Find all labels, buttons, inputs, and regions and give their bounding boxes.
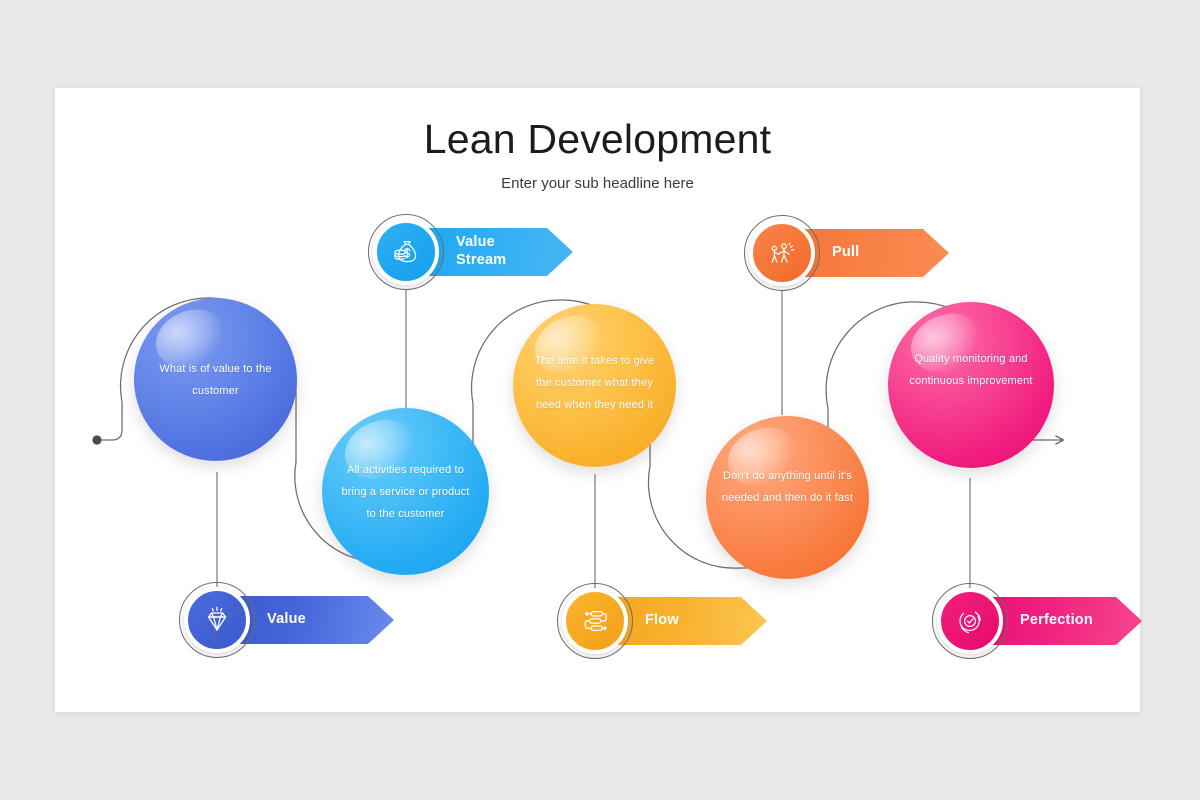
balloon-body: What is of value to the customer [134, 298, 297, 461]
balloon-pull[interactable]: Don't do anything until it's needed and … [706, 416, 869, 579]
tag-icon-disc[interactable] [749, 220, 815, 286]
tag-outer-ring [744, 215, 820, 291]
target-check-icon [953, 604, 987, 638]
balloon-value[interactable]: What is of value to the customer [134, 298, 297, 461]
balloon-flow[interactable]: The time it takes to give the customer w… [513, 304, 676, 467]
money-bag-icon [389, 235, 423, 269]
tag-outer-ring [368, 214, 444, 290]
balloon-body: All activities required to bring a servi… [322, 408, 489, 575]
tag-label: Flow [645, 612, 679, 629]
tag-icon-disc[interactable] [373, 219, 439, 285]
tag-icon-disc[interactable] [937, 588, 1003, 654]
slide-heading-group: Lean Development Enter your sub headline… [55, 88, 1140, 192]
balloon-perfection[interactable]: Quality monitoring and continuous improv… [888, 302, 1054, 468]
tag-pull[interactable]: Pull [744, 215, 919, 291]
tag-flow[interactable]: Flow [557, 583, 737, 659]
flow-chart-icon [578, 604, 612, 638]
diamond-icon [200, 603, 234, 637]
balloon-text: All activities required to bring a servi… [341, 463, 470, 520]
page-subtitle: Enter your sub headline here [501, 175, 694, 193]
tag-label: Perfection [1020, 612, 1093, 629]
tag-value[interactable]: Value [179, 582, 364, 658]
balloon-text: Quality monitoring and continuous improv… [909, 353, 1033, 388]
tag-outer-ring [932, 583, 1008, 659]
balloon-text: The time it takes to give the customer w… [534, 354, 655, 411]
balloon-body: Don't do anything until it's needed and … [706, 416, 869, 579]
tag-icon-disc[interactable] [562, 588, 628, 654]
balloon-value-stream[interactable]: All activities required to bring a servi… [322, 408, 489, 575]
pull-people-icon [765, 236, 799, 270]
tag-label: Pull [832, 244, 860, 261]
page-title: Lean Development [423, 116, 772, 162]
tag-outer-ring [179, 582, 255, 658]
tag-label: Value [267, 611, 306, 628]
tag-perfection[interactable]: Perfection [932, 583, 1112, 659]
balloon-body: Quality monitoring and continuous improv… [888, 302, 1054, 468]
balloon-body: The time it takes to give the customer w… [513, 304, 676, 467]
tag-outer-ring [557, 583, 633, 659]
balloon-text: What is of value to the customer [159, 362, 272, 397]
tag-icon-disc[interactable] [184, 587, 250, 653]
balloon-text: Don't do anything until it's needed and … [721, 469, 854, 504]
